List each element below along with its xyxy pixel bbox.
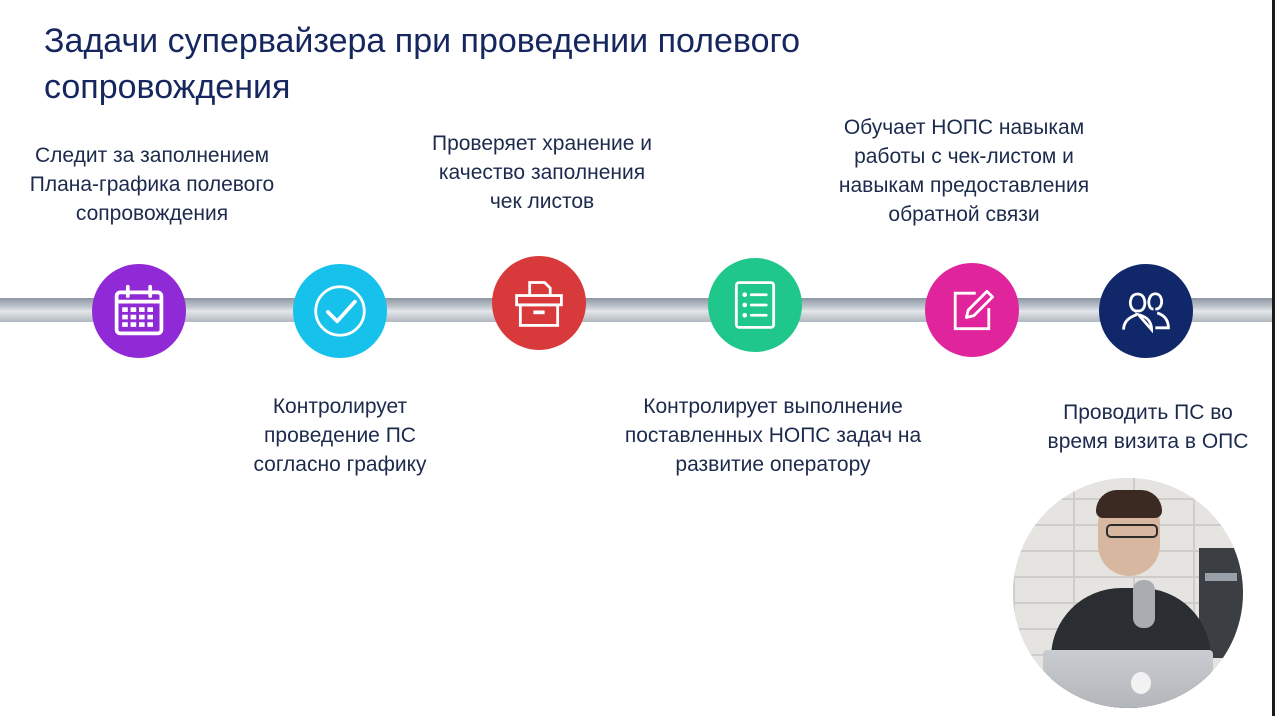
step-4-node — [708, 258, 802, 352]
step-5-caption: Обучает НОПС навыкам работы с чек-листом… — [838, 116, 1090, 226]
step-4-caption: Контролирует выполнение поставленных НОП… — [624, 395, 922, 476]
laptop — [1043, 650, 1213, 708]
glasses — [1106, 524, 1158, 538]
calendar-icon — [114, 284, 164, 336]
step-1-node — [92, 264, 186, 358]
slide-title: Задачи супервайзера при проведении полев… — [44, 22, 801, 106]
step-2-node — [293, 264, 387, 358]
microphone — [1133, 580, 1155, 628]
step-3-node — [492, 256, 586, 350]
checklist-icon — [734, 281, 776, 329]
right-edge — [1272, 0, 1275, 716]
step-3-caption: Проверяет хранение и качество заполнения… — [431, 132, 652, 213]
step-6-node — [1099, 264, 1193, 358]
step-6-caption: Проводить ПС во время визита в ОПС — [1047, 401, 1249, 453]
apple-logo-icon — [1131, 672, 1151, 694]
timeline-bar — [0, 298, 1275, 322]
step-1-caption: Следит за заполнением Плана-графика поле… — [29, 144, 275, 225]
presenter-hair — [1096, 490, 1162, 518]
users-icon — [1122, 292, 1170, 334]
presenter-webcam — [1013, 478, 1243, 708]
edit-pencil-icon — [953, 289, 994, 331]
archive-box-icon — [515, 281, 563, 327]
step-5-node — [925, 263, 1019, 357]
shelf-item — [1205, 573, 1237, 581]
step-2-caption: Контролирует проведение ПС согласно граф… — [253, 395, 427, 476]
checkmark-icon — [314, 285, 366, 337]
